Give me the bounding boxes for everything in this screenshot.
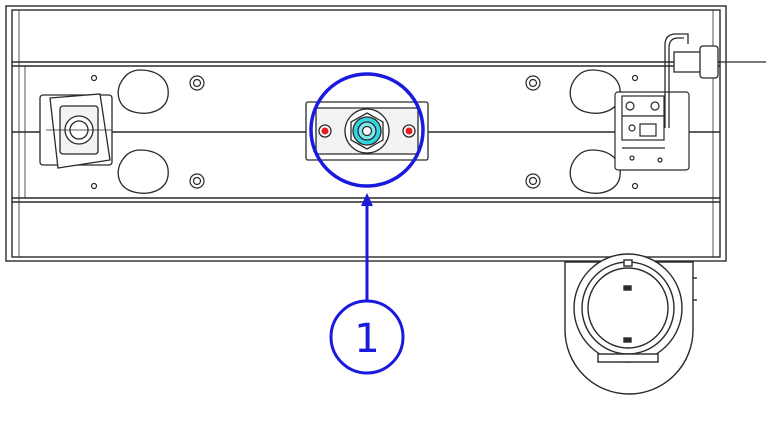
right-red-marker <box>405 127 413 135</box>
screw-holes <box>90 74 639 190</box>
left-fitting <box>39 93 113 169</box>
cable <box>664 33 766 128</box>
oval-cutouts <box>117 69 621 194</box>
callout-number-1: 1 <box>354 316 379 362</box>
circle-callout-icon <box>329 299 405 375</box>
callout-marker: 1 <box>309 72 425 375</box>
center-connector <box>305 101 429 161</box>
round-housing <box>564 253 697 395</box>
arrow-icon <box>361 193 373 206</box>
left-red-marker <box>321 127 329 135</box>
callout-circle-icon <box>309 72 425 188</box>
right-terminal <box>614 91 690 171</box>
